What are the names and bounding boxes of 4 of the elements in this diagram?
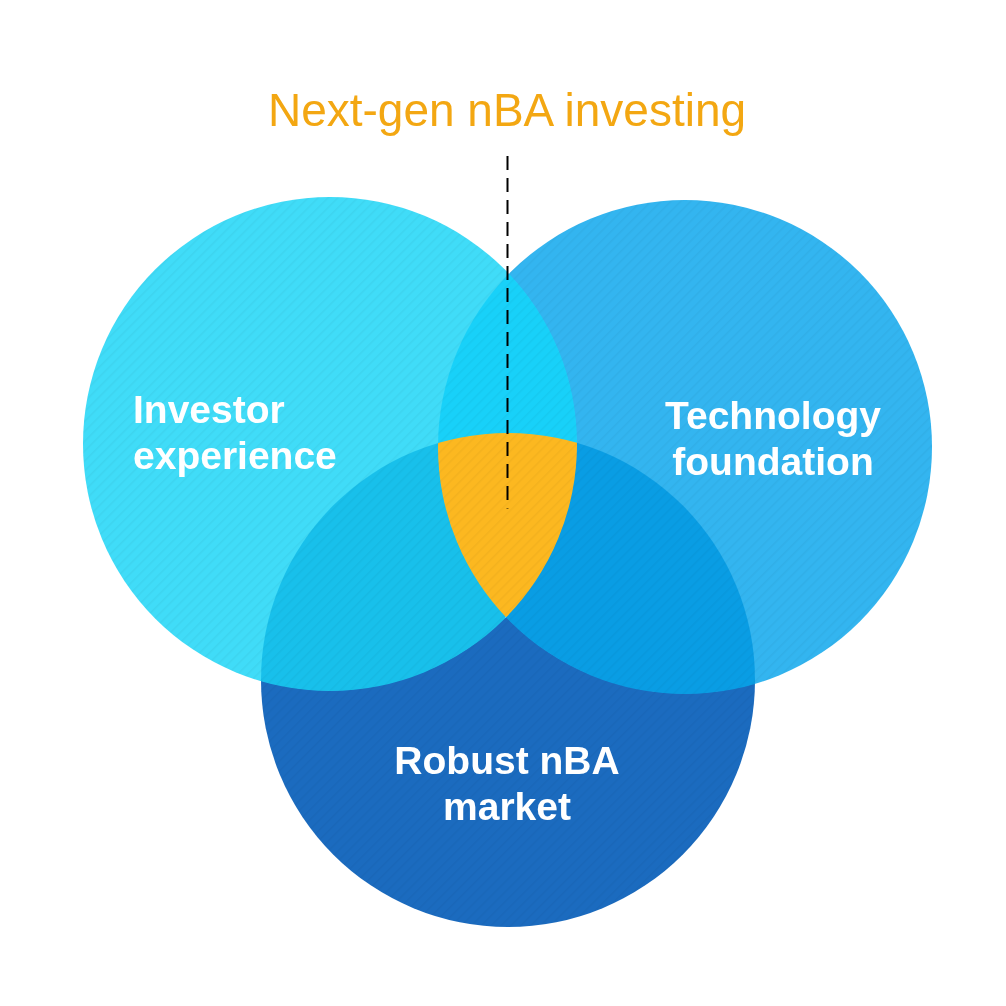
callout-label: Next-gen nBA investing	[267, 83, 747, 138]
circle-label: Technology foundation	[664, 393, 882, 485]
circle-label: Investor experience	[133, 387, 338, 479]
circle-label: Robust nBA market	[393, 738, 621, 830]
